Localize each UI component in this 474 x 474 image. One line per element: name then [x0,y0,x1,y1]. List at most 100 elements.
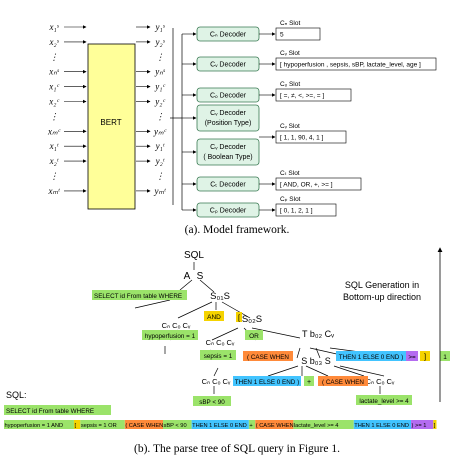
decoder-boxes: Cₙ Decoder Cᵥ Decoder Cₒ Decoder Cᵥ Decoder… [182,26,260,218]
tree-node-s02s: S₀₂S [242,314,262,325]
leaf-one: 1 [443,354,447,361]
tree-node-cn-4: Cₙ Cₒ Cᵥ [366,377,395,386]
sql-segment: + [249,423,254,429]
slot-value: 5 [280,32,284,39]
leaf-and: AND [207,314,221,321]
leaf-plus: + [307,379,311,386]
slot-title: Cᵥ Slot [280,123,300,130]
arrow-text-line-2: Bottom-up direction [343,292,421,302]
sql-segment: ( CASE WHEN [125,423,165,429]
slot-boxes: 5 Cₙ Slot [ hypoperfusion , sepsis, sBP, l… [259,20,437,217]
decoder-label: Cₜ Decoder [210,182,246,189]
decoder-box [196,104,260,132]
sql-segment: [ [74,423,77,429]
tree-node-a: A [184,271,191,282]
output-token: yₙˢ [154,67,166,77]
leaf-case-when-2: ( CASE WHEN [322,379,364,386]
decoder-label: Cₙ Decoder [210,32,247,39]
slot-box [275,177,362,191]
slot-box [275,57,437,71]
sql-segment: ( CASE WHEN [256,423,296,429]
slot-title: Cₙ Slot [280,20,300,27]
slot-box [275,203,337,217]
tree-node-cn-2: Cₙ Cₒ Cᵥ [206,338,235,347]
slot-value: [ hypoperfusion , sepsis, sBP, lactate_l… [280,62,421,69]
parse-tree: SQL A S S₀₁S S₀₂S T b₀₂ Cᵥ S b₀₃ S Cₙ Cₒ… [4,247,450,455]
leaf-select: SELECT id From table WHERE [94,293,182,300]
slot-box [275,88,352,102]
input-token: xₘᵗ [47,186,60,196]
output-token: ⋮ [156,52,165,62]
leaf-sepsis: sepsis = 1 [204,353,233,360]
input-token: ⋮ [50,111,59,121]
output-token: y₂ᶜ [154,97,165,107]
decoder-label: Cₒ Decoder [210,93,247,100]
slot-value: [ 0, 1, 2, 1 ] [280,208,313,215]
arrow-text-line-1: SQL Generation in [345,280,419,290]
bert-encoder-box [87,43,136,210]
input-token: ⋮ [50,52,59,62]
decoder-label: Cᵥ Decoder [210,144,246,151]
output-token: y₂ˢ [154,37,165,47]
output-token: ⋮ [156,171,165,181]
caption-b: (b). The parse tree of SQL query in Figu… [134,443,340,455]
decoder-label: Cᵥ Decoder [210,110,246,117]
input-token: x₁ᵗ [49,141,59,151]
sql-segment: THEN 1 ELSE 0 END [192,423,248,429]
sql-segment: sBP < 90 [164,423,189,429]
input-token: x₂ᶜ [48,97,59,107]
sql-segment: ) >= 1 [412,423,428,429]
sql-segment: hypoperfusion = 1 AND [5,423,65,429]
output-arrows [136,25,151,193]
slot-value: [ AND, OR, +, >= ] [280,182,333,189]
output-token: yₘᶜ [153,126,167,136]
input-token: x₂ˢ [48,37,59,47]
tree-node-cn-1: Cₙ Cₒ Cᵥ [162,321,191,330]
sql-line-2: hypoperfusion = 1 AND [ sepsis = 1 OR ( … [5,423,436,429]
input-token: x₂ᵗ [49,156,59,166]
leaf-bracket-left: [ [238,313,241,322]
leaf-bracket-right: ] [424,352,426,361]
sql-label: SQL: [6,390,27,400]
leaf-then-2: THEN 1 ELSE 0 END ) [235,379,299,386]
output-token: y₁ˢ [154,22,165,32]
leaf-hypoperfusion: hypoperfusion = 1 [145,333,196,340]
tree-node-s01s: S₀₁S [210,291,230,302]
sql-line-1: SELECT id From table WHERE [6,408,94,415]
slot-box [275,130,347,144]
output-token: y₁ᵗ [155,141,165,151]
output-token: yₘᵗ [153,186,166,196]
leaf-gt: >= [408,354,416,361]
decoder-box [196,138,260,166]
input-token: ⋮ [50,171,59,181]
output-token: ⋮ [156,111,165,121]
tree-root-sql: SQL [184,250,204,261]
slot-value: [ =, ≠, <, >=, = ] [280,93,324,100]
tree-node-sb03s: S b₀₃ S [301,356,330,366]
sql-segment: lactate_level >= 4 [294,423,340,429]
leaf-then-1: THEN 1 ELSE 0 END ) [339,354,403,361]
slot-title: Cₚ Slot [280,196,301,203]
tree-node-cn-3: Cₙ Cₒ Cᵥ [202,377,231,386]
sql-segment: ] [434,423,436,429]
output-token: y₂ᵗ [155,156,165,166]
input-token: x₁ᶜ [48,82,59,92]
slot-title: Cₜ Slot [280,170,300,177]
slot-value: [ 1, 1, 90, 4, 1 ] [280,135,324,142]
slot-title: Cₒ Slot [280,81,300,88]
tree-node-s: S [197,271,204,282]
caption-a: (a). Model framework. [185,224,290,236]
tree-node-tb02cv: T b₀₂ Cᵥ [302,329,334,339]
leaf-sbp: sBP < 90 [199,399,225,406]
decoder-sublabel: (Position Type) [205,120,252,127]
input-arrows [64,25,87,193]
sql-segment: sepsis = 1 OR [81,423,118,429]
decoder-sublabel: ( Boolean Type) [203,154,252,161]
decoder-label: Cₚ Decoder [210,208,247,215]
slot-box [275,27,321,41]
input-token: xₙˢ [48,67,60,77]
